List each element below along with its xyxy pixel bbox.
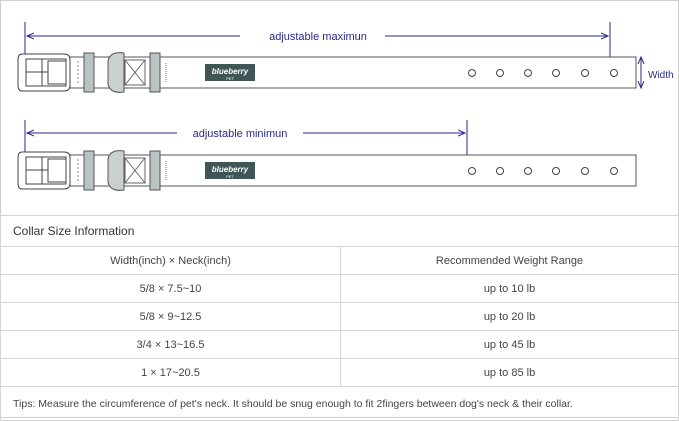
size-cell: 1 × 17~20.5 — [0, 358, 341, 387]
weight-cell: up to 20 lb — [340, 302, 679, 331]
svg-text:PET: PET — [226, 174, 234, 179]
holes — [468, 167, 618, 175]
max-label: adjustable maximun — [269, 31, 367, 43]
size-table: Collar Size Information Width(inch) × Ne… — [0, 215, 679, 421]
weight-cell: up to 10 lb — [340, 274, 679, 303]
collar-diagram: adjustable maximun blueberry PET Width a… — [17, 22, 674, 191]
svg-text:blueberry: blueberry — [212, 165, 249, 174]
tips-text: Tips: Measure the circumference of pet's… — [0, 386, 679, 421]
size-cell: 3/4 × 13~16.5 — [0, 330, 341, 359]
table-title: Collar Size Information — [0, 215, 679, 247]
size-cell: 5/8 × 7.5~10 — [0, 274, 341, 303]
collar-min: blueberry PET — [17, 150, 637, 191]
svg-text:blueberry: blueberry — [212, 67, 249, 76]
logo — [205, 162, 255, 179]
min-label: adjustable minimun — [193, 128, 288, 140]
weight-cell: up to 85 lb — [340, 358, 679, 387]
weight-cell: up to 45 lb — [340, 330, 679, 359]
holes — [468, 69, 618, 77]
size-cell: 5/8 × 9~12.5 — [0, 302, 341, 331]
width-label: Width — [648, 70, 674, 81]
header-width-neck: Width(inch) × Neck(inch) — [0, 246, 341, 275]
logo — [205, 64, 255, 81]
collar-max: blueberry PET — [17, 52, 637, 93]
svg-text:PET: PET — [226, 76, 234, 81]
header-weight: Recommended Weight Range — [340, 246, 679, 275]
